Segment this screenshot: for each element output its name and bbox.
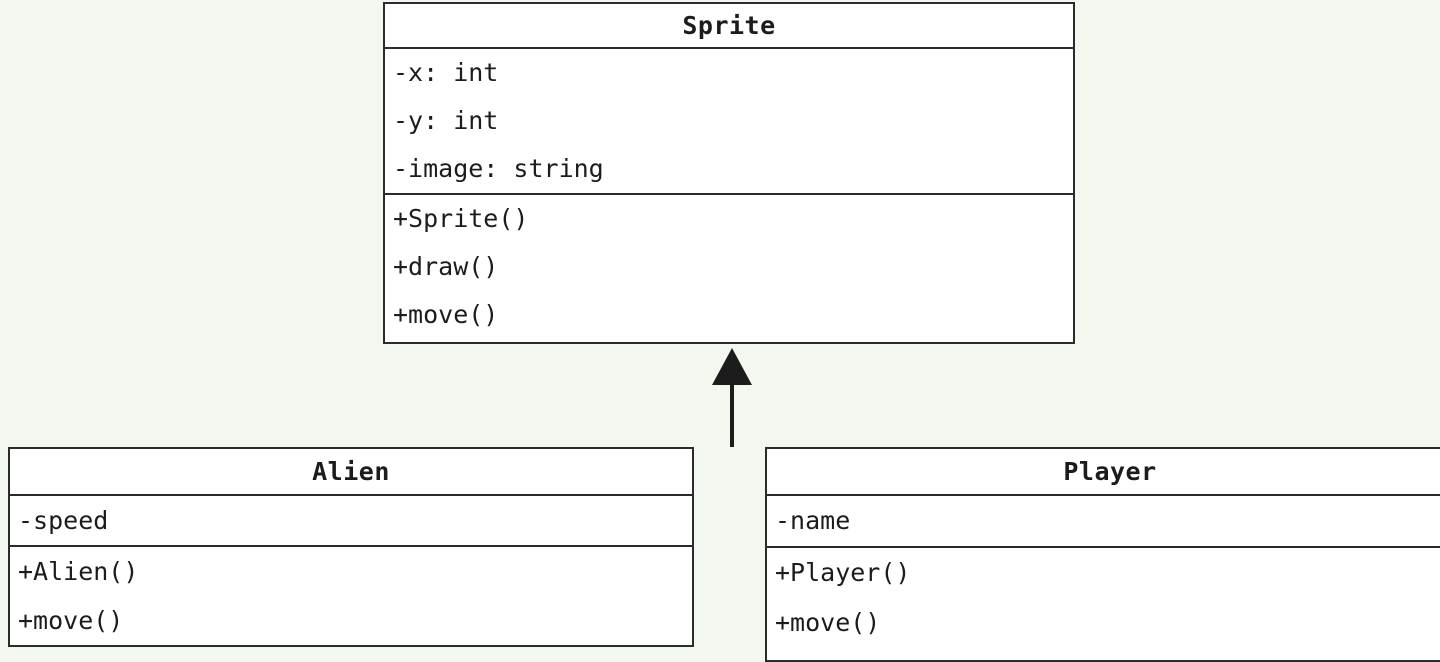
uml-attributes-alien: -speed	[10, 494, 692, 545]
uml-class-title-sprite: Sprite	[682, 11, 776, 40]
generalization-connector	[712, 348, 752, 447]
uml-method: +move()	[18, 606, 124, 635]
inheritance-triangle-icon	[712, 348, 752, 385]
uml-attribute: -x: int	[393, 58, 499, 87]
uml-class-player[interactable]: Player -name +Player() +move()	[765, 447, 1440, 662]
uml-method: +move()	[393, 300, 499, 329]
uml-class-sprite[interactable]: Sprite -x: int -y: int -image: string +S…	[383, 2, 1075, 344]
uml-attribute: -name	[775, 506, 851, 535]
uml-methods-alien: +Alien() +move()	[10, 545, 692, 645]
uml-method: +move()	[775, 608, 881, 637]
uml-method: +Alien()	[18, 557, 139, 586]
uml-method: +Player()	[775, 558, 911, 587]
uml-method: +Sprite()	[393, 204, 529, 233]
uml-class-alien[interactable]: Alien -speed +Alien() +move()	[8, 447, 694, 647]
uml-class-title-alien: Alien	[312, 457, 390, 486]
uml-method: +draw()	[393, 252, 499, 281]
uml-class-title-player: Player	[1063, 457, 1157, 486]
uml-attributes-player: -name	[767, 494, 1440, 546]
uml-attribute: -speed	[18, 506, 109, 535]
uml-attributes-sprite: -x: int -y: int -image: string	[385, 47, 1073, 193]
uml-methods-player: +Player() +move()	[767, 546, 1440, 648]
uml-attribute: -image: string	[393, 154, 604, 183]
uml-attribute: -y: int	[393, 106, 499, 135]
uml-methods-sprite: +Sprite() +draw() +move()	[385, 193, 1073, 339]
